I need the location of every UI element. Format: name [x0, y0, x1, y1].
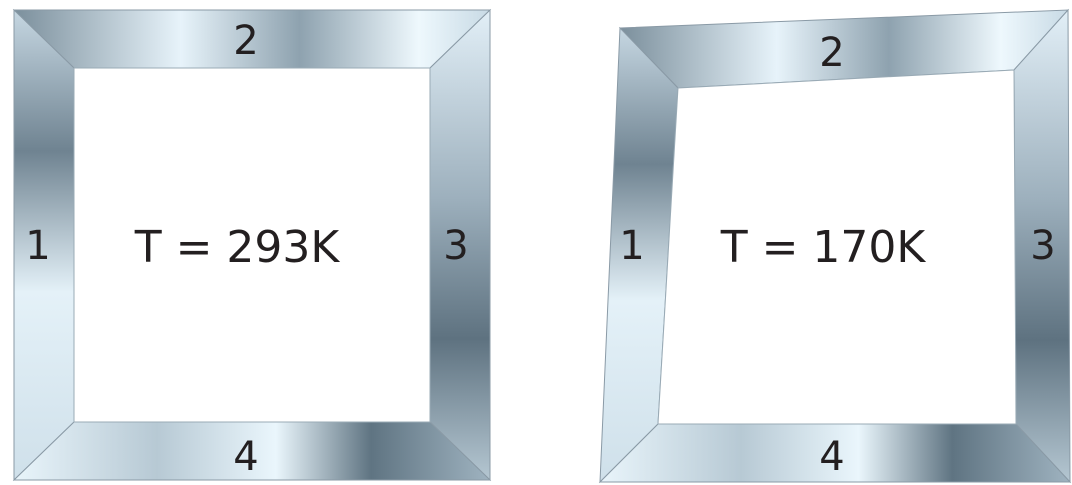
frame-cold-temperature-temperature: T = 170K [720, 222, 927, 273]
frame-room-temperature-label-3: 3 [443, 223, 468, 269]
frame-cold-temperature-label-2: 2 [819, 30, 844, 76]
frame-room-temperature-temperature: T = 293K [134, 222, 341, 273]
frame-room-temperature: 2 1 3 4 T = 293K [14, 10, 490, 480]
frame-room-temperature-label-4: 4 [233, 434, 258, 480]
frame-cold-temperature-label-1: 1 [619, 223, 644, 269]
frame-room-temperature-label-2: 2 [233, 18, 258, 64]
frame-cold-temperature-label-3: 3 [1030, 223, 1055, 269]
frame-cold-temperature-label-4: 4 [819, 434, 844, 480]
frame-cold-temperature: 2 1 3 4 T = 170K [600, 10, 1070, 482]
frame-room-temperature-label-1: 1 [25, 223, 50, 269]
